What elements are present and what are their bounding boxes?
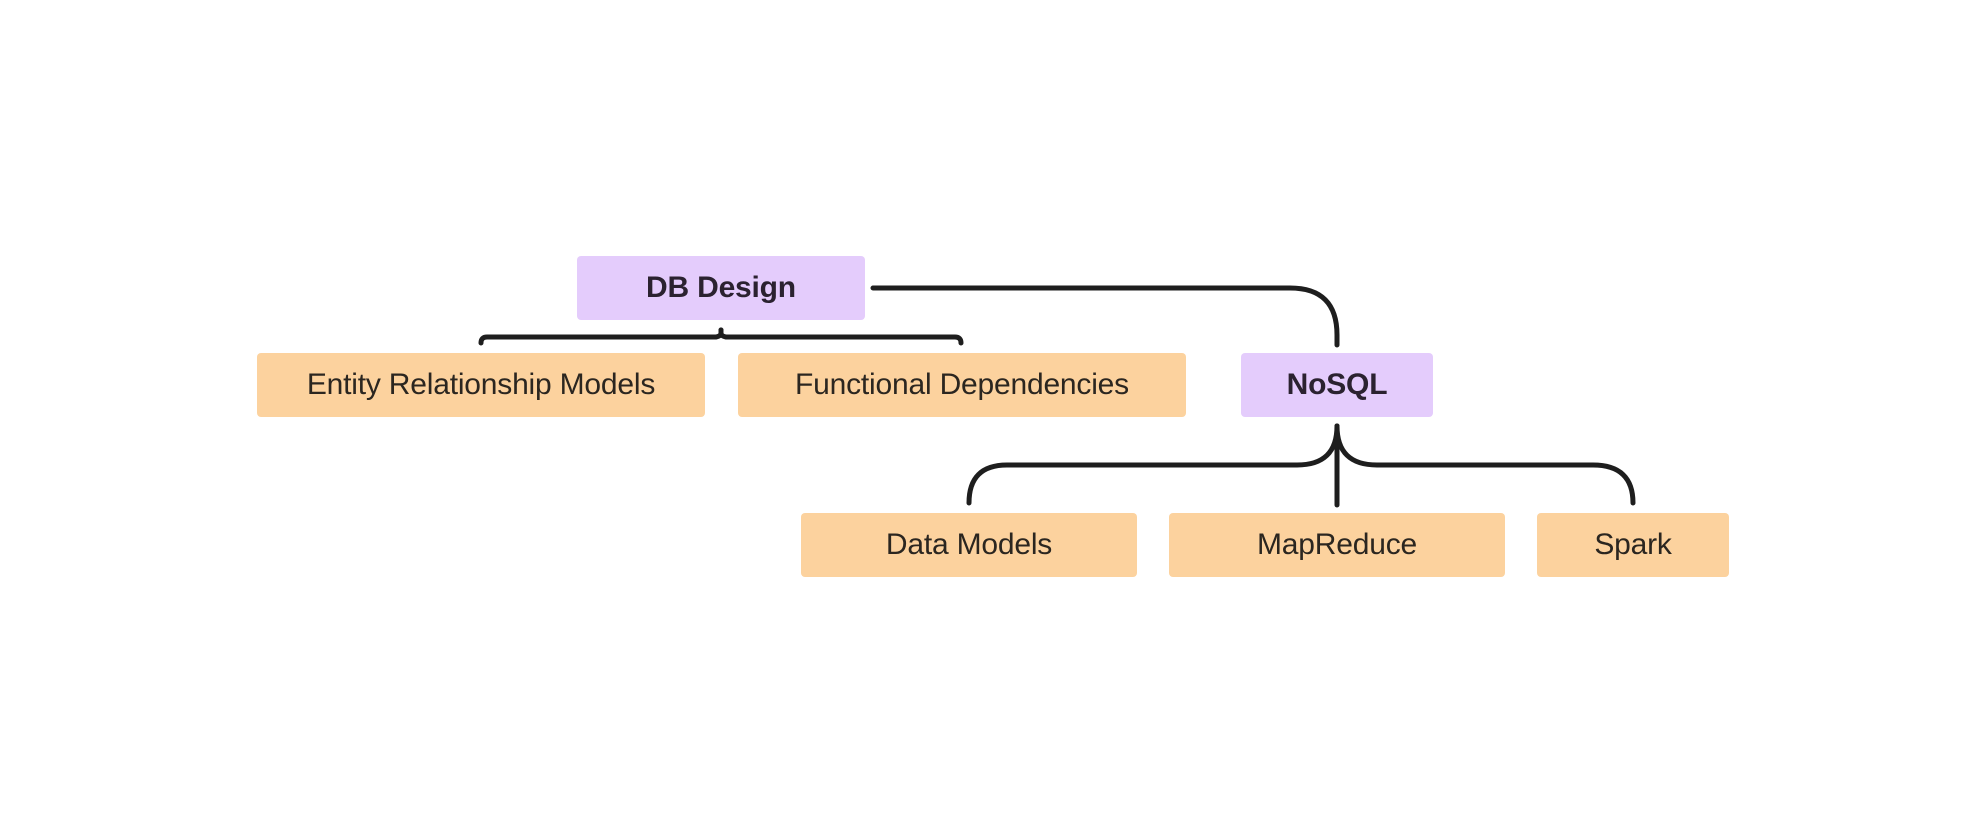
topic-node-nosql[interactable]: NoSQL <box>1241 353 1433 417</box>
subtopic-label: Data Models <box>885 528 1053 561</box>
subtopic-node-spark[interactable]: Spark <box>1537 513 1729 577</box>
connector-nosql-to-spark <box>1334 423 1636 506</box>
topic-label: DB Design <box>646 271 796 304</box>
connector-db-design-to-erm <box>478 327 724 346</box>
connector-db-design-to-fd <box>718 327 964 346</box>
subtopic-label: Entity Relationship Models <box>306 368 656 401</box>
subtopic-node-mapreduce[interactable]: MapReduce <box>1169 513 1505 577</box>
subtopic-label: Functional Dependencies <box>795 368 1129 401</box>
topic-node-db-design[interactable]: DB Design <box>577 256 865 320</box>
connector-db-design-to-nosql <box>870 285 1340 348</box>
subtopic-node-entity-relationship-models[interactable]: Entity Relationship Models <box>257 353 705 417</box>
subtopic-label: Spark <box>1594 528 1672 561</box>
subtopic-node-functional-dependencies[interactable]: Functional Dependencies <box>738 353 1186 417</box>
topic-label: NoSQL <box>1286 368 1388 401</box>
subtopic-label: MapReduce <box>1257 528 1417 561</box>
subtopic-node-data-models[interactable]: Data Models <box>801 513 1137 577</box>
connector-nosql-to-data-models <box>966 423 1340 506</box>
